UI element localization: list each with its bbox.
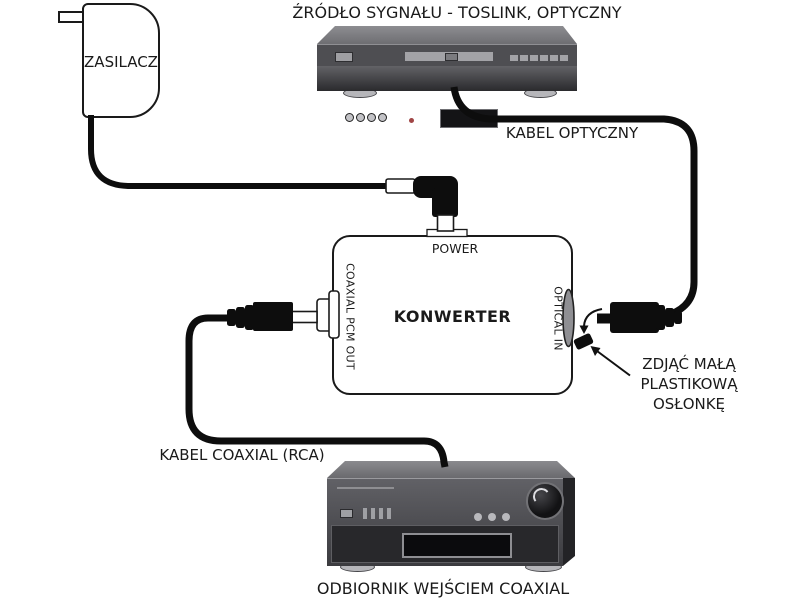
source-title: ŹRÓDŁO SYGNAŁU - TOSLINK, OPTYCZNY [292, 3, 622, 22]
receiver-device [325, 459, 577, 574]
receiver-display [402, 533, 512, 558]
receiver-label: ODBIORNIK WEJŚCIEM COAXIAL [316, 579, 570, 598]
optical-port-icon [562, 288, 575, 348]
player-key-row [510, 55, 568, 61]
coaxial-cable [185, 314, 449, 468]
plastic-cover-icon [573, 333, 594, 350]
optical-cable [450, 86, 698, 318]
receiver-side [563, 478, 575, 566]
toslink-plug-icon [597, 302, 682, 333]
receiver-key-row [363, 508, 391, 519]
receiver-slot-line [337, 487, 394, 489]
source-device-front [317, 44, 577, 128]
converter-box: POWER KONWERTER COAXIAL PCM OUT OPTICAL … [332, 235, 573, 395]
receiver-dot-button [474, 513, 482, 521]
power-cable [88, 115, 390, 189]
player-round-button [356, 113, 365, 122]
note-text: ZDJĄĆ MAŁĄ PLASTIKOWĄ OSŁONKĘ [613, 354, 765, 414]
note-line-3: OSŁONKĘ [652, 395, 726, 413]
dc-plug-icon [385, 176, 458, 232]
tray-button [445, 53, 458, 61]
player-round-button [367, 113, 376, 122]
player-round-button [378, 113, 387, 122]
power-port-label: POWER [431, 241, 479, 256]
receiver-front [327, 478, 564, 566]
note-line-2: PLASTIKOWĄ [640, 375, 738, 393]
receiver-dot-button [488, 513, 496, 521]
source-device-top [317, 26, 577, 44]
power-adapter-label: ZASILACZ [84, 53, 158, 71]
rca-jack-icon [316, 290, 340, 339]
receiver-dot-button [502, 513, 510, 521]
volume-knob [526, 482, 564, 520]
receiver-lower-panel [331, 525, 559, 563]
player-button [335, 52, 353, 62]
rca-plug-icon [227, 302, 318, 331]
receiver-button [340, 509, 353, 518]
coaxial-cable-label: KABEL COAXIAL (RCA) [159, 446, 325, 464]
receiver-top [327, 461, 575, 478]
source-device [317, 26, 577, 128]
converter-label: KONWERTER [393, 307, 512, 326]
player-round-button [345, 113, 354, 122]
power-led [409, 118, 414, 123]
note-arrow-icon [590, 346, 631, 377]
optical-cable-label: KABEL OPTYCZNY [505, 124, 639, 142]
power-adapter: ZASILACZ [82, 3, 160, 118]
note-line-1: ZDJĄĆ MAŁĄ [642, 355, 736, 373]
player-lower-panel [317, 66, 577, 128]
curved-arrow-icon [579, 308, 603, 334]
